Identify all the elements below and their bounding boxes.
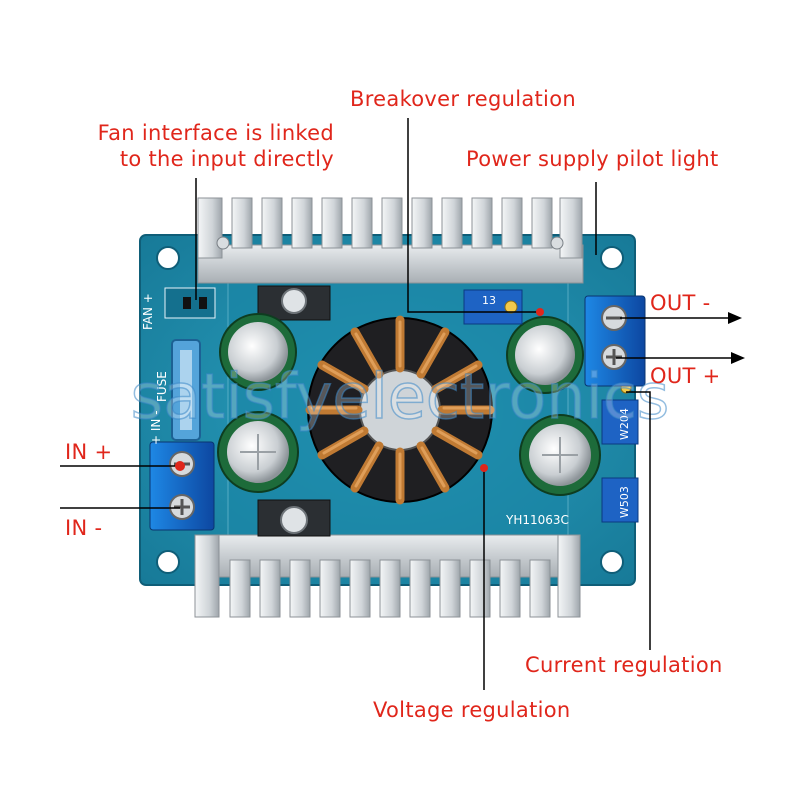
model-marking: YH11063C <box>505 513 569 527</box>
bottom-heatsink <box>194 534 581 618</box>
breakover-pointer <box>407 118 540 313</box>
fuse-marking: FUSE <box>155 371 169 402</box>
out-minus-arrow <box>728 312 742 324</box>
fan-marking: FAN + <box>141 293 155 330</box>
label-fan-interface-line2: to the input directly <box>119 147 334 171</box>
top-heatsink <box>197 197 584 284</box>
label-current-regulation: Current regulation <box>525 653 723 677</box>
watermark: satisfyelectronics <box>131 360 669 433</box>
in-plus-dot <box>175 461 185 471</box>
fuse <box>171 339 201 441</box>
pot-mid-marking: W204 <box>618 408 631 440</box>
label-out-minus: OUT - <box>650 291 711 315</box>
mosfets <box>257 285 331 537</box>
label-in-plus: IN + <box>65 440 113 464</box>
label-power-supply-pilot-light: Power supply pilot light <box>466 147 719 171</box>
label-voltage-regulation: Voltage regulation <box>373 698 571 722</box>
label-fan-interface-line1: Fan interface is linked <box>97 121 334 145</box>
arrowheads <box>728 312 745 364</box>
fan-header <box>164 287 216 319</box>
pointer-dots <box>175 308 544 472</box>
toroid-inductor <box>305 315 495 505</box>
capacitors <box>217 313 601 496</box>
voltage-dot <box>480 464 488 472</box>
pointer-lines <box>60 118 738 690</box>
out-plus-arrow <box>731 352 745 364</box>
input-terminal <box>149 441 215 531</box>
in-marking: + IN - <box>149 410 163 445</box>
label-in-minus: IN - <box>65 516 103 540</box>
potentiometers <box>463 289 639 523</box>
breakover-dot <box>536 308 544 316</box>
label-out-plus: OUT + <box>650 364 721 388</box>
pot-top-marking: W503 <box>618 486 631 518</box>
label-breakover-regulation: Breakover regulation <box>350 87 576 111</box>
pot-upper-marking: 13 <box>482 294 496 307</box>
current-pointer <box>626 391 651 650</box>
